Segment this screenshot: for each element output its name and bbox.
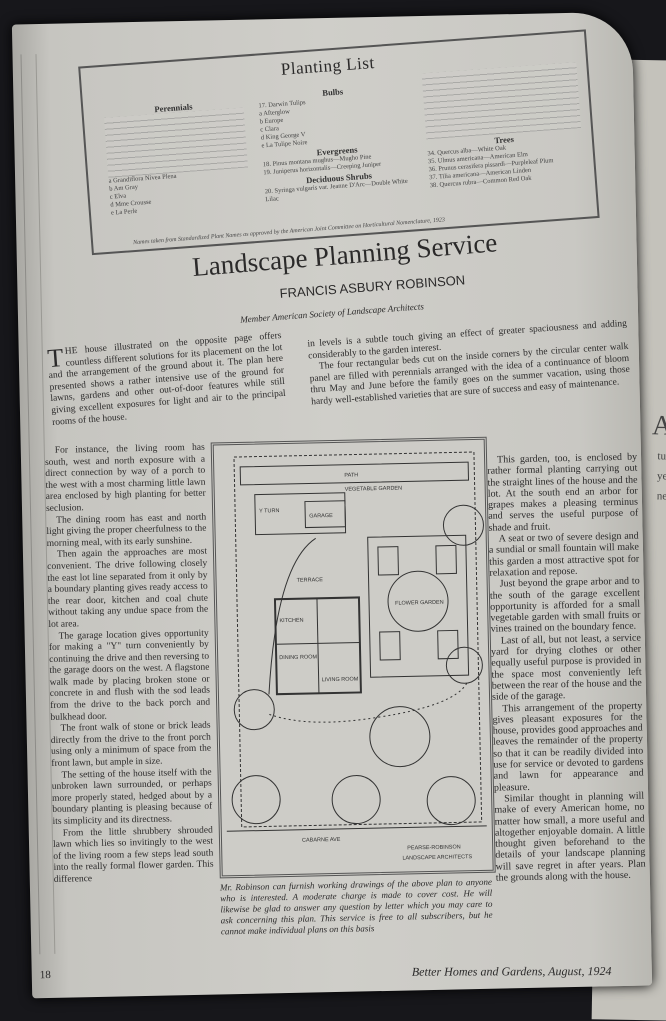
paragraph: This arrangement of the property gives p…	[492, 700, 644, 794]
paragraph: Then again the approaches are most conve…	[47, 546, 209, 630]
paragraph: Just beyond the grape arbor and to the s…	[489, 575, 641, 636]
plan-label-garden: FLOWER GARDEN	[395, 600, 444, 607]
trees-list: Trees 34. Quercus alba—White Oak 35. Ulm…	[421, 62, 585, 190]
plan-label-dining: DINING ROOM	[279, 654, 317, 661]
plan-label-vegetable: VEGETABLE GARDEN	[345, 486, 402, 493]
paragraph: The front walk of stone or brick leads d…	[50, 720, 212, 769]
paragraph: The setting of the house itself with the…	[51, 767, 213, 827]
paragraph: A seat or two of severe design and a sun…	[488, 530, 640, 579]
paragraph: From the little shrubbery shrouded lawn …	[52, 825, 214, 885]
perennials-list: Perennials a Grandiflora Nivea Plena b A…	[103, 97, 251, 218]
magazine-footer: Better Homes and Gardens, August, 1924	[411, 963, 612, 979]
plan-label-yturn: Y TURN	[259, 508, 279, 514]
paragraph: Similar thought in planning will make of…	[494, 790, 646, 884]
drop-cap: T	[46, 342, 65, 374]
facing-page-letter: A	[651, 410, 666, 442]
paragraph: Last of all, but not least, a service ya…	[491, 632, 642, 703]
planting-list-box: Planting List Perennials a Grandiflora N…	[78, 29, 600, 256]
article-top-right-column: in levels is a subtle touch giving an ef…	[307, 319, 631, 409]
plan-credit: LANDSCAPE ARCHITECTS	[402, 854, 472, 861]
author-affiliation: Member American Society of Landscape Arc…	[239, 301, 425, 325]
landscape-plan-drawing: PATH VEGETABLE GARDEN GARAGE Y TURN TERR…	[210, 436, 496, 879]
plan-label-kitchen: KITCHEN	[279, 618, 303, 625]
article-right-column: This garden, too, is enclosed by rather …	[487, 452, 646, 884]
facing-page-fragment: ne	[656, 490, 666, 503]
plan-caption: Mr. Robinson can furnish working drawing…	[219, 876, 493, 937]
paragraph: This garden, too, is enclosed by rather …	[487, 451, 639, 534]
bulbs-evergreens-shrubs-list: Bulbs 17. Darwin Tulips a Afterglow b Eu…	[257, 81, 415, 205]
magazine-page: Planting List Perennials a Grandiflora N…	[11, 11, 653, 999]
paragraph: For instance, the living room has south,…	[44, 442, 206, 514]
illegible-lines	[421, 62, 582, 140]
plan-credit: PEARSE-ROBINSON	[407, 844, 461, 851]
page-number: 18	[39, 968, 51, 982]
facing-page-fragment: tu	[657, 450, 666, 463]
plan-svg: PATH VEGETABLE GARDEN GARAGE Y TURN TERR…	[226, 451, 487, 862]
plan-label-living: LIVING ROOM	[322, 676, 359, 683]
plan-label-path: PATH	[344, 472, 358, 478]
paragraph: The garage location gives opportunity fo…	[48, 628, 211, 723]
illegible-lines	[103, 107, 249, 178]
planting-list-title: Planting List	[280, 52, 376, 79]
paragraph: The dining room has east and north light…	[46, 512, 207, 549]
article-author: FRANCIS ASBURY ROBINSON	[279, 272, 466, 301]
facing-page-fragment: ye	[657, 470, 666, 483]
article-left-column: For instance, the living room has south,…	[45, 443, 214, 887]
plan-label-terrace: TERRACE	[297, 577, 324, 584]
plan-label-garage: GARAGE	[309, 513, 333, 519]
intro-text: HE house illustrated on the opposite pag…	[48, 330, 287, 428]
plan-label-street: CABARNE AVE	[302, 837, 341, 844]
